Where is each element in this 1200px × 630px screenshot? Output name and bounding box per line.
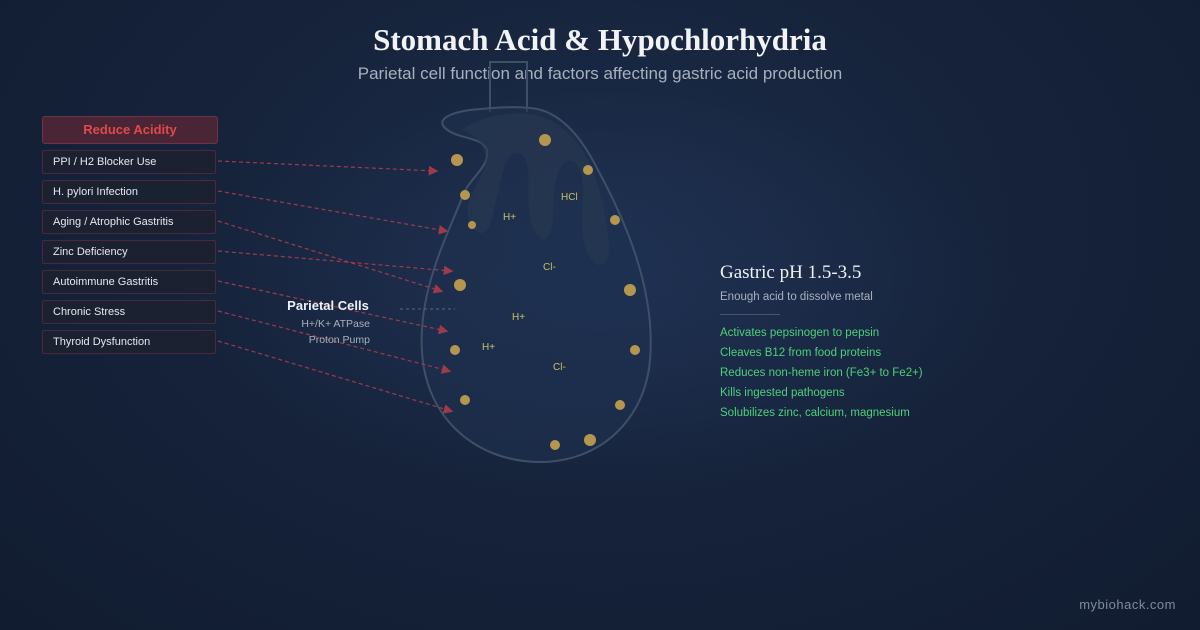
- gastric-ph-title: Gastric pH 1.5-3.5: [720, 262, 862, 283]
- factor-ppi-h2-blocker: PPI / H2 Blocker Use: [42, 150, 216, 174]
- page-title: Stomach Acid & Hypochlorhydria: [373, 22, 827, 57]
- parietal-cells-sub-atpase: H+/K+ ATPase: [301, 318, 370, 330]
- factor-thyroid-dysfunction: Thyroid Dysfunction: [42, 330, 216, 354]
- ion-label-h-plus: H+: [503, 212, 516, 223]
- ion-label-h-plus: H+: [482, 342, 495, 353]
- factor-aging-gastritis: Aging / Atrophic Gastritis: [42, 210, 216, 234]
- factor-autoimmune-gastritis: Autoimmune Gastritis: [42, 270, 216, 294]
- gastric-ph-subtitle: Enough acid to dissolve metal: [720, 291, 873, 303]
- parietal-cells-sub-pump: Proton Pump: [308, 334, 370, 346]
- stomach-rugae: [462, 113, 610, 266]
- esophagus: [489, 61, 528, 112]
- factor-chronic-stress: Chronic Stress: [42, 300, 216, 324]
- ion-label-cl-minus: Cl-: [553, 362, 566, 373]
- benefit-item: Cleaves B12 from food proteins: [720, 347, 882, 359]
- page-subtitle: Parietal cell function and factors affec…: [357, 64, 843, 83]
- ion-label-cl-minus: Cl-: [543, 262, 556, 273]
- benefit-item: Activates pepsinogen to pepsin: [720, 327, 880, 339]
- mineral-dots: [450, 134, 640, 450]
- benefit-item: Solubilizes zinc, calcium, magnesium: [720, 407, 910, 419]
- parietal-cells-label: Parietal Cells: [287, 298, 369, 313]
- factor-zinc-deficiency: Zinc Deficiency: [42, 240, 216, 264]
- benefit-item: Reduces non-heme iron (Fe3+ to Fe2+): [720, 367, 923, 379]
- benefit-item: Kills ingested pathogens: [720, 387, 845, 399]
- ion-label-hcl: HCl: [561, 192, 578, 203]
- factor-arrows: [217, 160, 454, 414]
- gastric-ph-divider: [720, 314, 780, 315]
- factor-h-pylori: H. pylori Infection: [42, 180, 216, 204]
- ion-label-h-plus: H+: [512, 312, 525, 323]
- brand-link[interactable]: mybiohack.com: [1079, 597, 1176, 612]
- reduce-acidity-header: Reduce Acidity: [42, 116, 218, 144]
